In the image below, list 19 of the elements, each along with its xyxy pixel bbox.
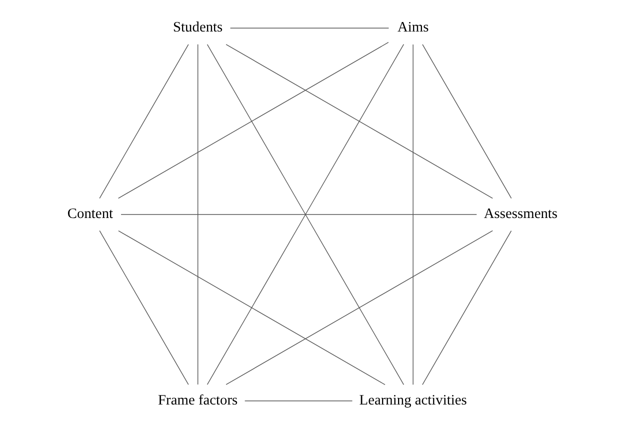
connector — [120, 214, 478, 215]
connector — [197, 44, 198, 385]
connector — [99, 44, 189, 199]
connector — [412, 44, 414, 385]
connector — [118, 230, 386, 386]
connector — [422, 230, 512, 386]
connector — [118, 42, 389, 199]
connector — [244, 400, 353, 402]
connector — [226, 44, 493, 199]
node-text: Frame factors — [158, 392, 238, 408]
node-text: Learning activities — [359, 392, 467, 408]
node-text: Content — [67, 206, 114, 222]
connector — [99, 230, 189, 385]
connector — [226, 230, 493, 385]
node-text: Students — [173, 20, 223, 36]
node-text: Assessments — [484, 206, 558, 222]
connector — [422, 44, 512, 199]
connector — [206, 44, 404, 385]
node-text: Aims — [397, 20, 429, 36]
